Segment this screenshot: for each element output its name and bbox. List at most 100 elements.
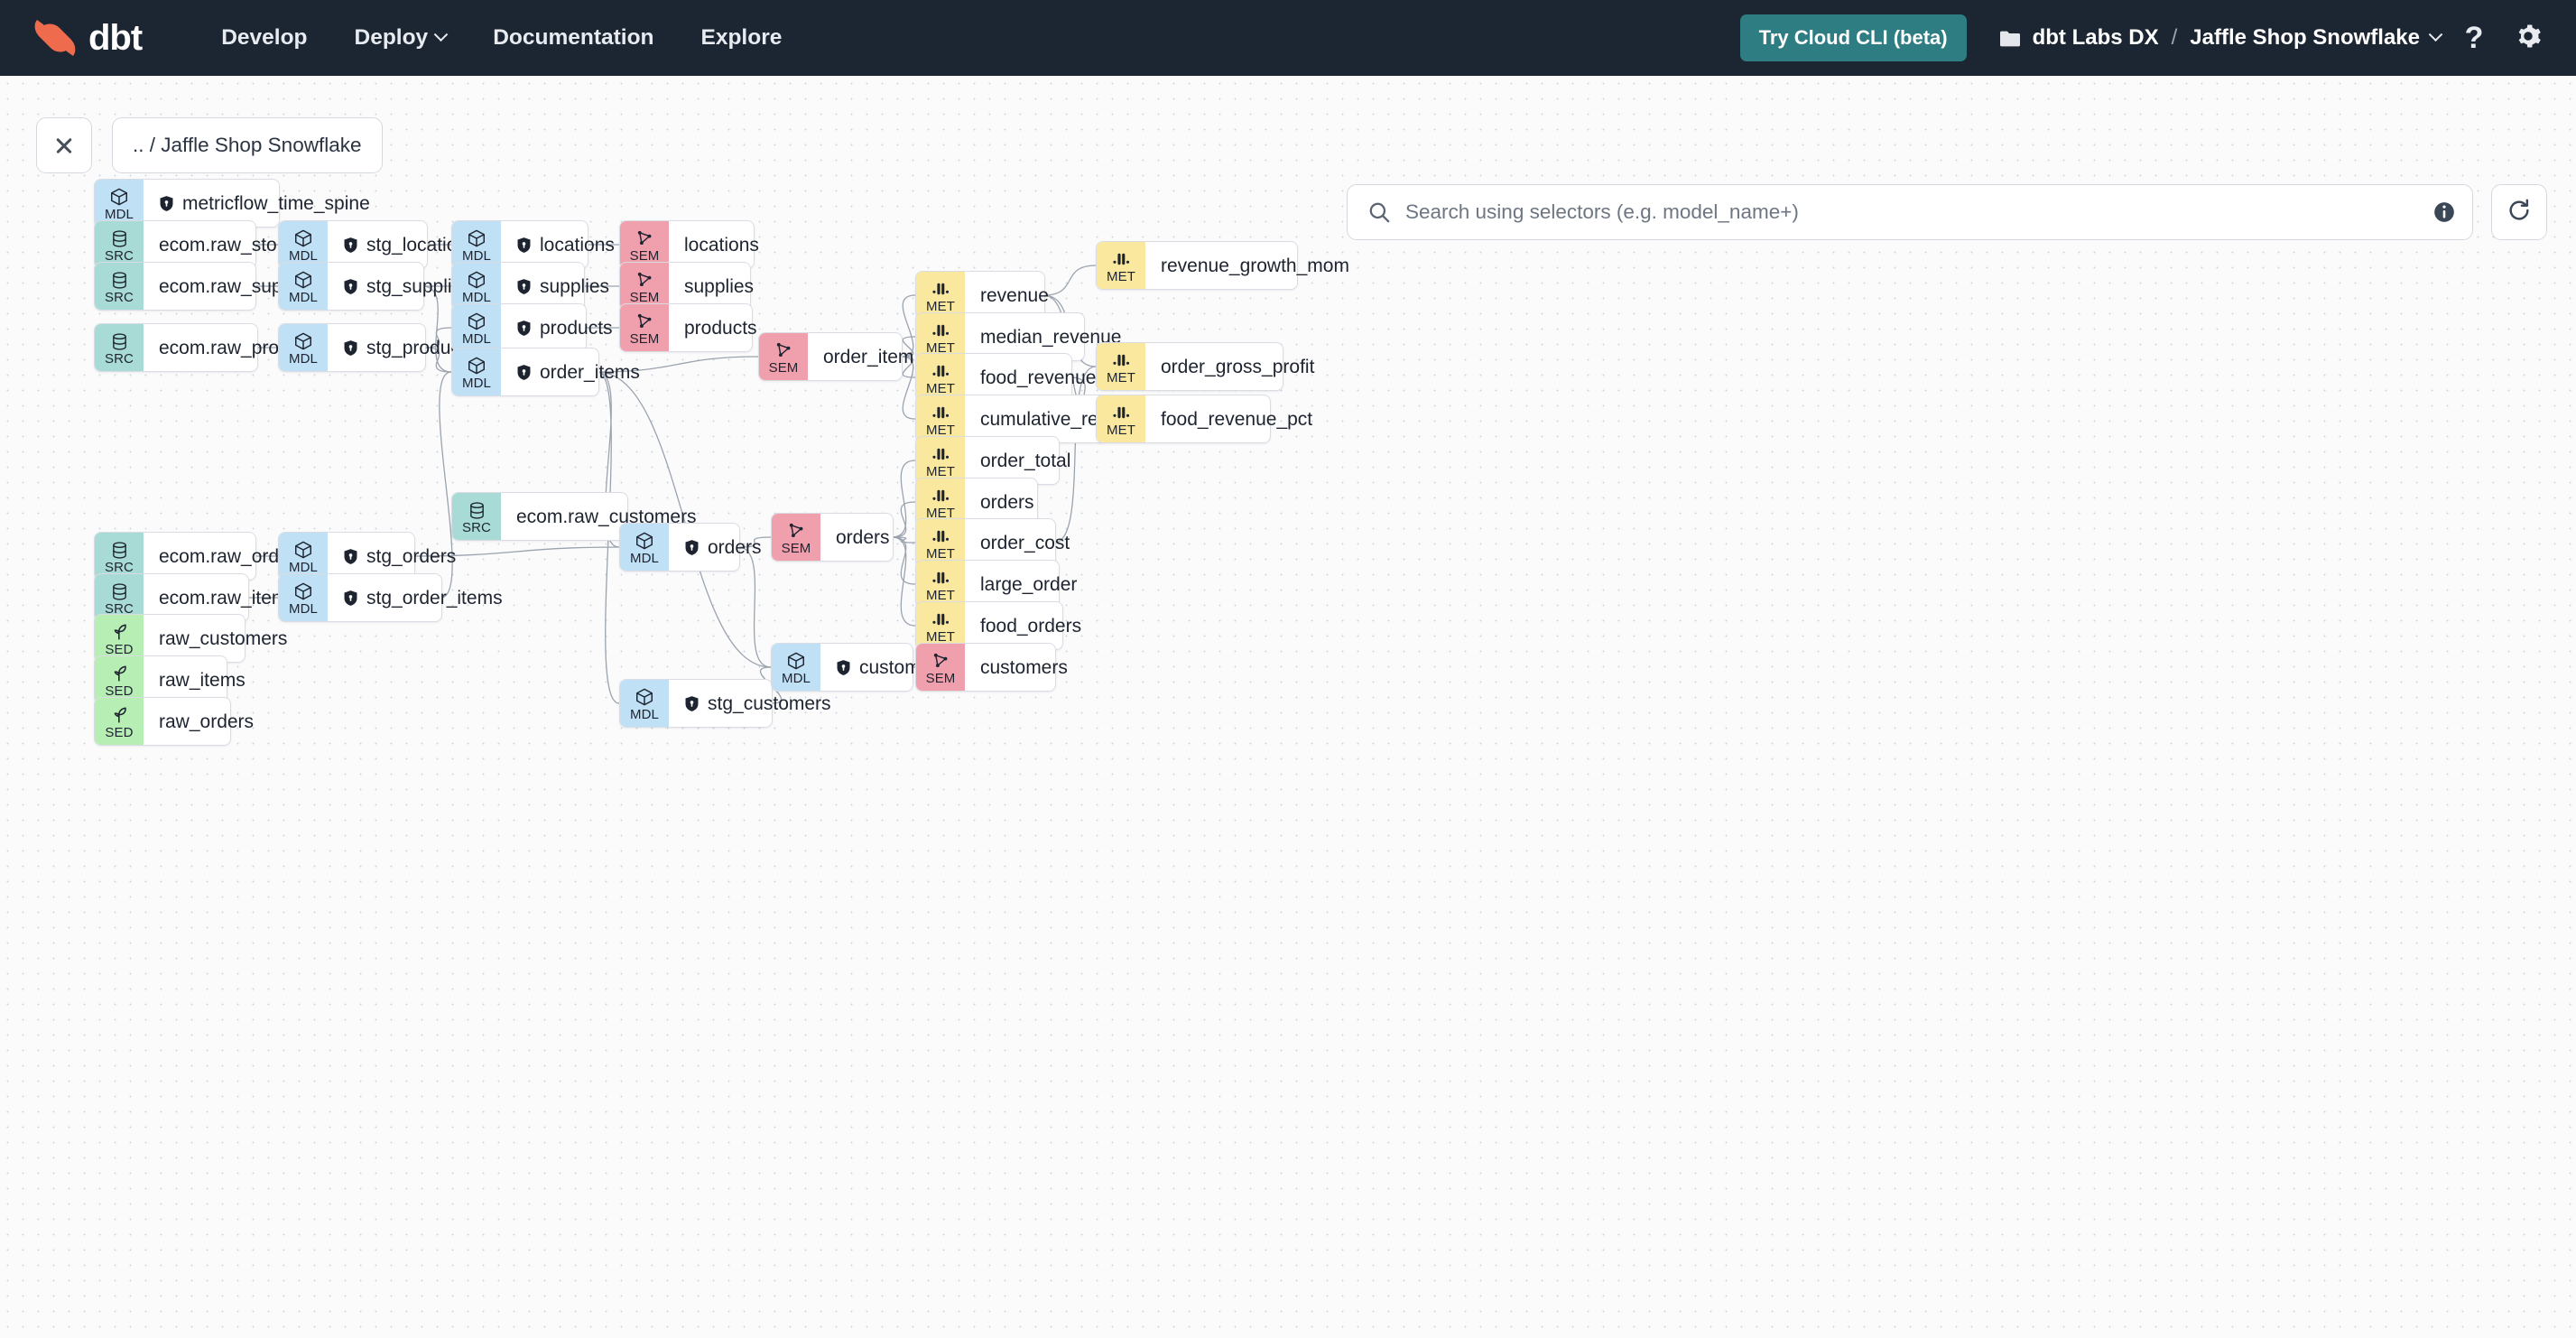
search-input[interactable] [1405, 200, 2432, 224]
nav-link-documentation[interactable]: Documentation [469, 25, 677, 51]
try-cloud-cli-button[interactable]: Try Cloud CLI (beta) [1739, 14, 1967, 61]
nav-link-develop[interactable]: Develop [198, 25, 330, 51]
node-label: order_gross_profit [1161, 356, 1315, 377]
node-type-badge-mdl: MDL [620, 680, 669, 727]
cube-icon [467, 228, 486, 248]
settings-button[interactable] [2507, 17, 2549, 59]
lineage-edge [900, 294, 916, 358]
node-body: stg_orders [328, 533, 456, 580]
lineage-edge [597, 371, 772, 668]
help-button[interactable]: ? [2453, 17, 2495, 59]
node-label: orders [980, 491, 1034, 513]
refresh-button[interactable] [2491, 184, 2547, 240]
primary-nav: Develop Deploy Documentation Explore [198, 25, 805, 51]
node-type-badge-src: SRC [95, 574, 144, 621]
dbt-logo-icon [31, 16, 81, 60]
graph-breadcrumb-pill[interactable]: .. / Jaffle Shop Snowflake [112, 117, 383, 173]
node-body: orders [965, 479, 1037, 525]
shield-icon [516, 364, 532, 381]
close-button[interactable] [36, 117, 92, 173]
node-type-badge-met: MET [916, 519, 965, 566]
node-body: stg_locations [328, 221, 477, 268]
bar-chart-icon [931, 568, 950, 588]
node-label: raw_items [159, 669, 246, 691]
node-type-abbr: SEM [629, 248, 660, 264]
node-label: stg_order_items [366, 587, 503, 609]
node-type-badge-met: MET [1097, 395, 1145, 442]
node-type-badge-mdl: MDL [452, 304, 501, 351]
database-icon [110, 582, 129, 601]
breadcrumb-account[interactable]: dbt Labs DX [2032, 25, 2159, 50]
node-body: ecom.raw_items [144, 574, 297, 621]
node-type-badge-met: MET [916, 354, 965, 401]
dbt-brand[interactable]: dbt [31, 16, 143, 60]
bar-chart-icon [931, 444, 950, 464]
lineage-edge [891, 536, 916, 627]
node-type-abbr: SEM [925, 671, 956, 686]
node-type-abbr: SEM [629, 290, 660, 305]
graph-node-locations[interactable]: MDL locations [451, 220, 615, 269]
node-label: stg_products [366, 337, 476, 358]
shield-icon [684, 539, 700, 556]
lineage-edge [737, 536, 772, 548]
node-type-badge-src: SRC [95, 324, 144, 371]
lineage-edge [1042, 265, 1097, 296]
search-box[interactable] [1347, 184, 2473, 240]
node-type-badge-src: SRC [95, 221, 144, 268]
cube-icon [467, 270, 486, 290]
shield-icon [343, 237, 358, 254]
breadcrumb-project-selector[interactable]: Jaffle Shop Snowflake [2190, 25, 2443, 51]
node-label: locations [540, 234, 615, 256]
brand-wordmark: dbt [88, 18, 143, 58]
node-type-abbr: SRC [105, 289, 134, 305]
nav-link-deploy[interactable]: Deploy [331, 25, 470, 51]
node-body: order_item [808, 333, 913, 380]
info-icon[interactable] [2432, 200, 2456, 224]
node-label: ecom.raw_customers [516, 506, 697, 527]
node-body: raw_customers [144, 615, 287, 662]
nav-link-explore[interactable]: Explore [678, 25, 806, 51]
node-type-badge-mdl: MDL [452, 221, 501, 268]
node-type-abbr: MDL [630, 551, 659, 566]
node-type-abbr: MDL [782, 671, 811, 686]
node-label: large_order [980, 573, 1078, 595]
bar-chart-icon [1111, 403, 1131, 423]
